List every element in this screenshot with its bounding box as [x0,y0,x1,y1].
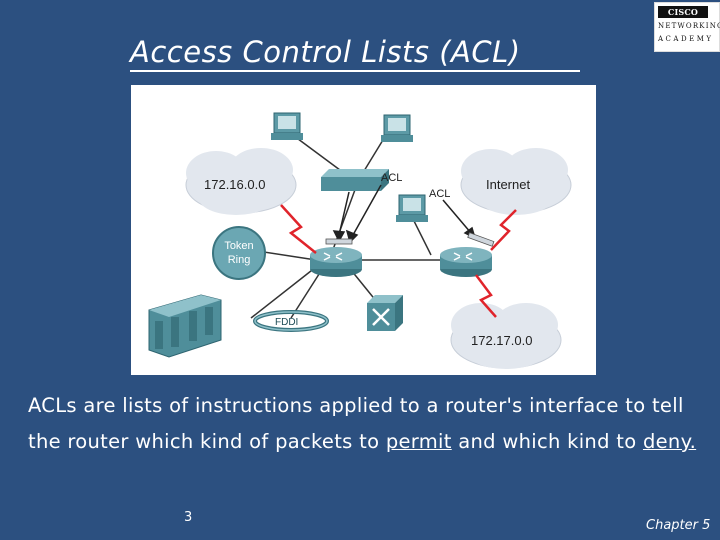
computer-icon [381,114,413,142]
acl-label-2: ACL [429,188,450,200]
cloud-internet: Internet [460,148,572,215]
deny-word: deny. [642,430,697,453]
permit-word: permit [385,430,452,453]
cisco-networking-academy-logo: CISCO SYSTEMS NETWORKING ACADEMY [654,2,720,52]
cloud-right-label: Internet [486,177,530,192]
switch-icon [321,169,389,191]
acl-label-1: ACL [381,172,402,184]
server-icon [148,294,222,358]
body-text-part-1: ACLs are lists of instructions applied t… [28,394,684,453]
network-diagram: 172.16.0.0 Internet 172.17.0.0 [131,85,596,375]
slide-body-text: ACLs are lists of instructions applied t… [28,388,718,460]
slide-title: Access Control Lists (ACL) [130,34,580,72]
fddi-label: FDDI [275,317,298,328]
token-ring-label-1: Token [224,240,253,252]
logo-line-3: ACADEMY [658,35,714,43]
body-text-part-2: and which kind to [451,430,643,453]
router-icon [440,232,495,277]
computer-icon [396,194,428,222]
chapter-label: Chapter 5 [646,518,711,533]
router-icon [310,238,362,277]
cloud-172-17-0-0: 172.17.0.0 [450,303,562,369]
cloud-left-label: 172.16.0.0 [204,177,265,192]
logo-line-2: NETWORKING [658,22,720,30]
token-ring-label-2: Ring [228,254,251,266]
serial-link-icon [280,204,517,318]
cloud-172-16-0-0: 172.16.0.0 [185,148,297,215]
page-number: 3 [184,510,193,525]
fddi-ring-icon: FDDI [253,310,329,332]
token-ring-icon: Token Ring [212,226,266,280]
cloud-bottom-label: 172.17.0.0 [471,333,532,348]
atm-switch-icon [367,295,403,331]
logo-line-1: CISCO SYSTEMS [658,6,708,29]
computer-icon [271,112,303,140]
network-diagram-svg: 172.16.0.0 Internet 172.17.0.0 [131,85,596,375]
